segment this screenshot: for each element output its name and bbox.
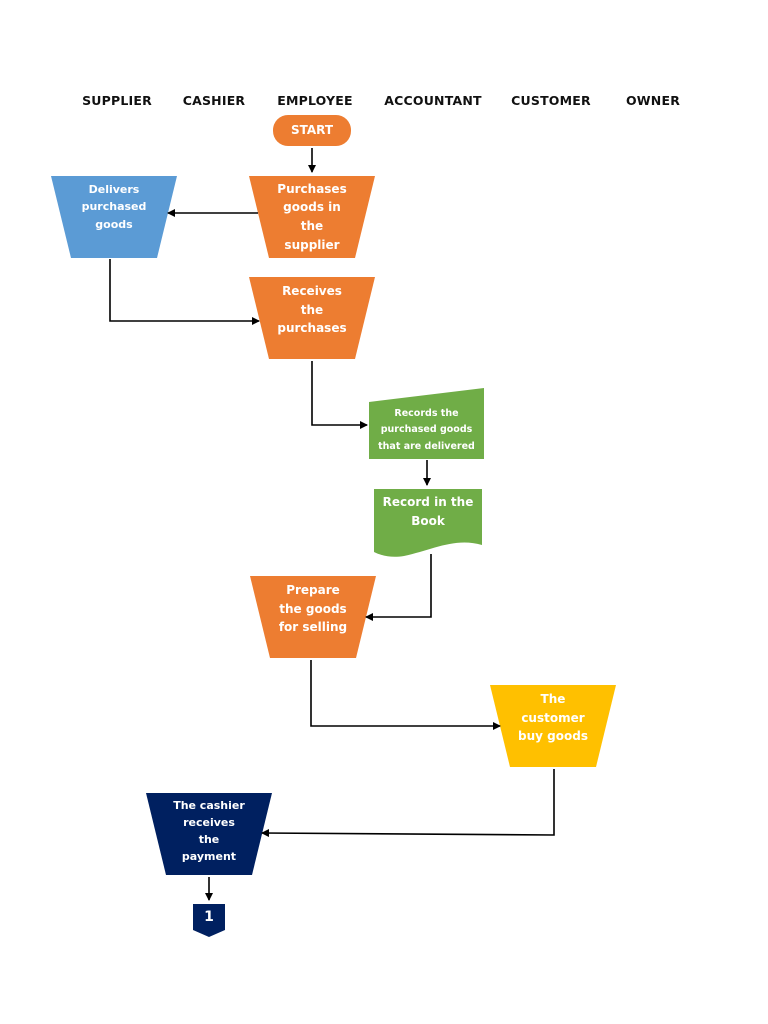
arrow-customer-to-cashier bbox=[261, 769, 555, 838]
arrow-book-to-prepare bbox=[365, 554, 432, 621]
lane-employee: EMPLOYEE bbox=[277, 93, 353, 108]
delivers-label: Delivers purchased goods bbox=[81, 183, 147, 231]
lane-accountant: ACCOUNTANT bbox=[384, 93, 482, 108]
lane-supplier: SUPPLIER bbox=[82, 93, 152, 108]
delivers-shape bbox=[51, 176, 177, 258]
arrow-receives-to-records bbox=[311, 361, 368, 429]
lane-cashier: CASHIER bbox=[182, 93, 246, 108]
record-book-label: Record in the Book bbox=[382, 495, 474, 528]
arrow-delivers-to-receives bbox=[109, 259, 260, 325]
records-shape bbox=[369, 388, 484, 459]
arrow-prepare-to-customer bbox=[310, 660, 501, 730]
start-label: START bbox=[290, 123, 334, 138]
purchases-shape bbox=[249, 176, 375, 258]
lane-customer: CUSTOMER bbox=[511, 93, 591, 108]
prepare-label: Prepare the goods for selling bbox=[278, 583, 348, 635]
customer-buy-shape bbox=[490, 685, 616, 767]
prepare-shape bbox=[250, 576, 376, 658]
records-label: Records the purchased goods that are del… bbox=[378, 407, 475, 452]
start-terminator bbox=[273, 115, 351, 146]
receives-label: Receives the purchases bbox=[277, 284, 347, 336]
lane-owner: OWNER bbox=[625, 93, 681, 108]
cashier-payment-label: The cashier receives the payment bbox=[173, 798, 245, 864]
offpage-connector-shape bbox=[193, 904, 225, 937]
record-book-shape bbox=[374, 489, 482, 557]
swimlane-headers: SUPPLIER CASHIER EMPLOYEE ACCOUNTANT CUS… bbox=[0, 0, 768, 108]
receives-shape bbox=[249, 277, 375, 359]
customer-buy-label: The customer buy goods bbox=[518, 692, 588, 744]
purchases-label: Purchases goods in the supplier bbox=[277, 181, 347, 252]
cashier-payment-shape bbox=[146, 793, 272, 875]
offpage-connector-label: 1 bbox=[204, 909, 214, 926]
